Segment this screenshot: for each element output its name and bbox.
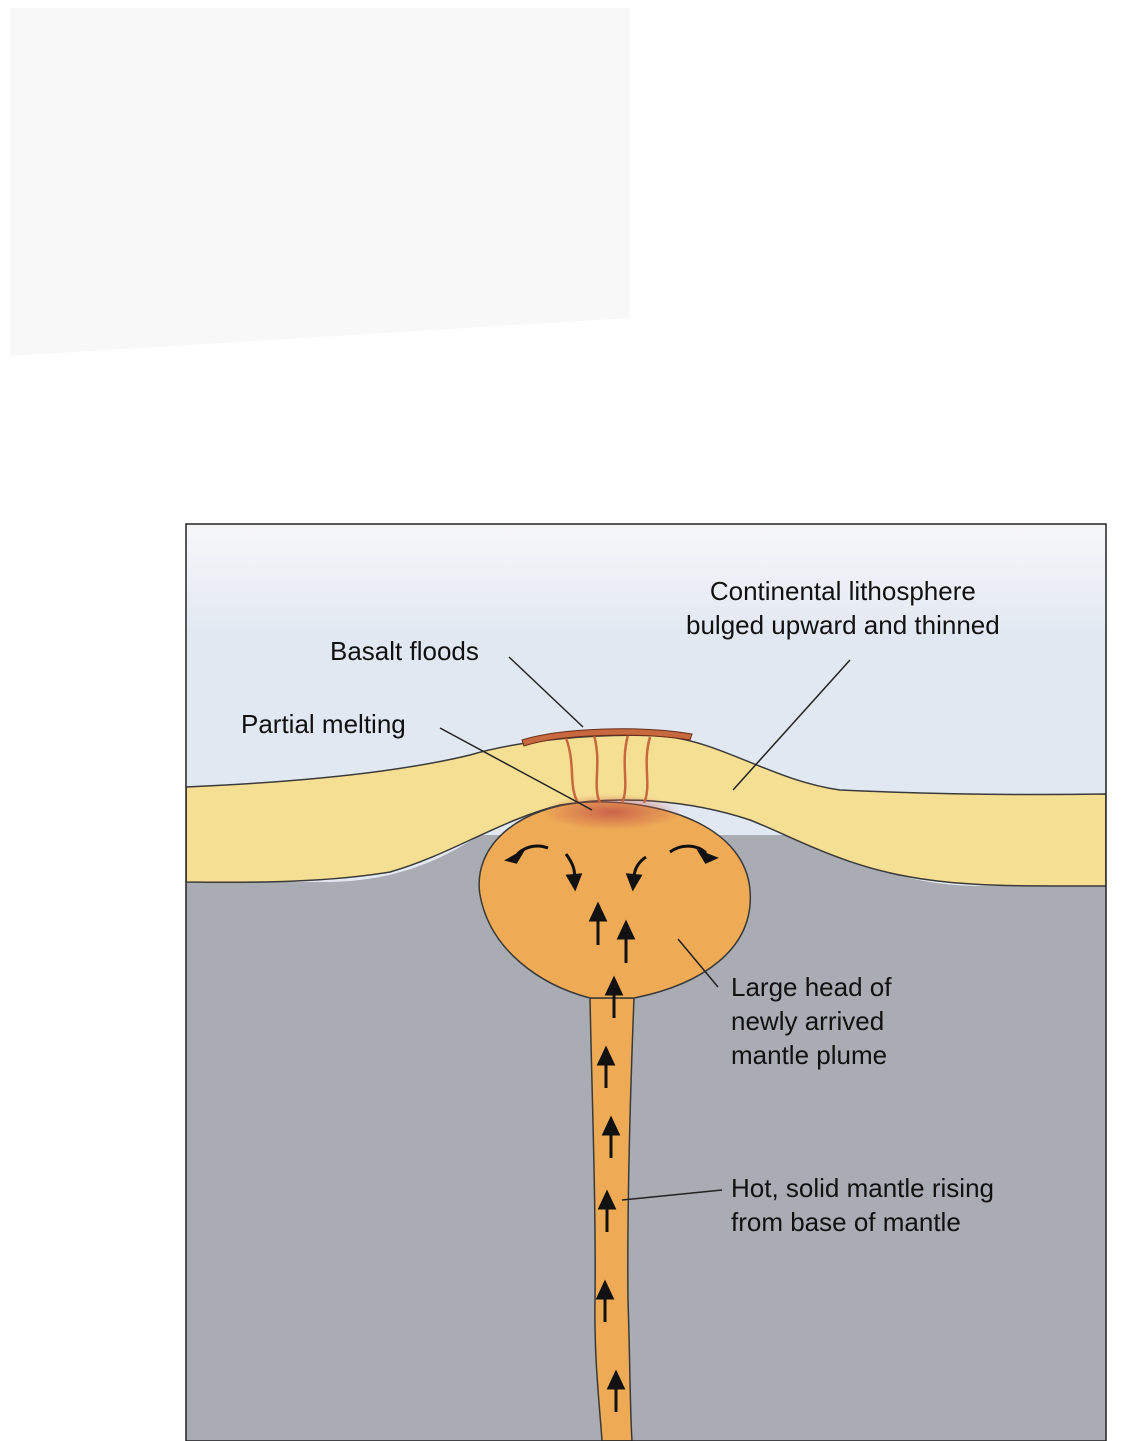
- label-line: bulged upward and thinned: [686, 608, 1000, 642]
- label-line: newly arrived: [731, 1004, 891, 1038]
- label-line: from base of mantle: [731, 1205, 994, 1239]
- label-basalt-floods: Basalt floods: [330, 634, 479, 668]
- label-line: mantle plume: [731, 1038, 891, 1072]
- label-plume-head: Large head of newly arrived mantle plume: [731, 970, 891, 1072]
- label-continental-lithosphere: Continental lithosphere bulged upward an…: [686, 574, 1000, 642]
- label-line: Large head of: [731, 970, 891, 1004]
- label-line: Hot, solid mantle rising: [731, 1171, 994, 1205]
- label-line: Continental lithosphere: [686, 574, 1000, 608]
- partial-melting-zone: [542, 794, 682, 830]
- label-plume-tail: Hot, solid mantle rising from base of ma…: [731, 1171, 994, 1239]
- label-partial-melting: Partial melting: [241, 707, 406, 741]
